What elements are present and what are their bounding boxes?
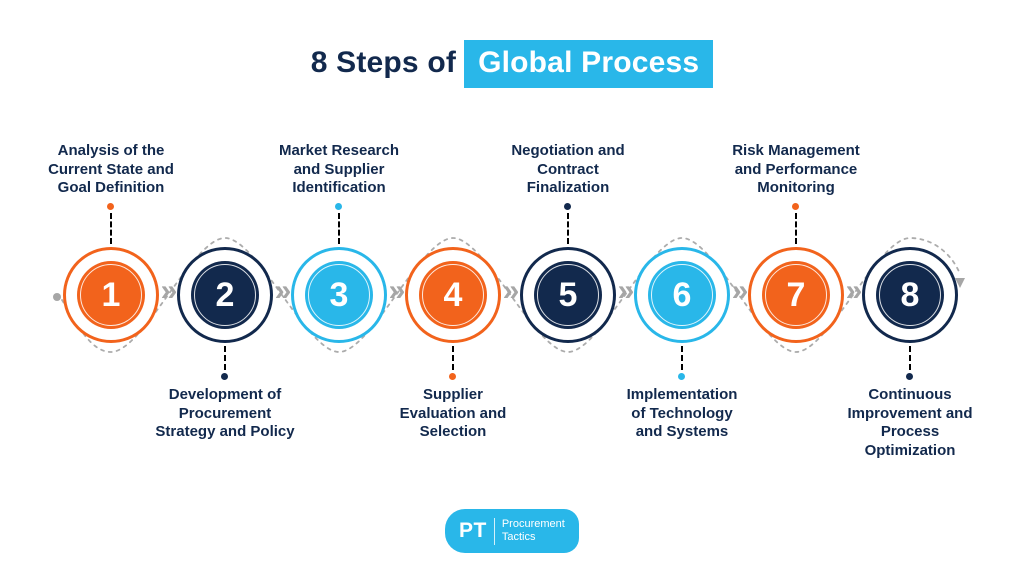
- step-2-connector-dot: [221, 373, 228, 380]
- step-3-connector-dot: [335, 203, 342, 210]
- step-2-circle: 2: [191, 261, 259, 329]
- step-5-connector-dot: [564, 203, 571, 210]
- chevron-icon: »: [388, 274, 406, 307]
- step-1-connector-line: [110, 213, 112, 244]
- step-7-connector-dot: [792, 203, 799, 210]
- step-6-connector-line: [681, 346, 683, 370]
- chevron-icon: »: [731, 274, 749, 307]
- step-7-label: Risk Management and Performance Monitori…: [732, 142, 860, 196]
- step-8-connector-line: [909, 346, 911, 370]
- step-7-connector-line: [795, 213, 797, 244]
- step-6-connector-dot: [678, 373, 685, 380]
- title-prefix: 8 Steps of: [310, 46, 457, 79]
- step-8-number: 8: [900, 275, 920, 314]
- logo-name: Procurement Tactics: [501, 518, 565, 543]
- chevron-icon: »: [845, 274, 863, 307]
- chevron-icon: »: [274, 274, 292, 307]
- step-7-number: 7: [786, 275, 806, 314]
- step-8-connector-dot: [906, 373, 913, 380]
- logo-initials: PT: [459, 519, 487, 542]
- step-2-label: Development of Procurement Strategy and …: [155, 386, 295, 440]
- step-7-circle: 7: [762, 261, 830, 329]
- logo-divider: [493, 517, 495, 545]
- step-3-connector-line: [338, 213, 340, 244]
- step-1-number: 1: [101, 275, 121, 314]
- step-5-number: 5: [558, 275, 578, 314]
- step-5-circle: 5: [534, 261, 602, 329]
- wave-arrow-icon: [955, 278, 965, 288]
- step-8-label: Continuous Improvement and Process Optim…: [847, 386, 973, 459]
- step-5-connector-line: [567, 213, 569, 244]
- step-3-circle: 3: [305, 261, 373, 329]
- step-4-number: 4: [443, 275, 463, 314]
- step-6-circle: 6: [648, 261, 716, 329]
- step-3-label: Market Research and Supplier Identificat…: [278, 142, 400, 196]
- step-4-connector-line: [452, 346, 454, 370]
- step-2-number: 2: [215, 275, 235, 314]
- step-4-label: Supplier Evaluation and Selection: [399, 386, 507, 440]
- step-4-connector-dot: [449, 373, 456, 380]
- procurement-tactics-logo: PT Procurement Tactics: [445, 509, 579, 553]
- chevron-icon: »: [617, 274, 635, 307]
- step-3-number: 3: [329, 275, 349, 314]
- step-2-connector-line: [224, 346, 226, 370]
- step-1-label: Analysis of the Current State and Goal D…: [48, 142, 174, 196]
- step-1-circle: 1: [77, 261, 145, 329]
- step-4-circle: 4: [419, 261, 487, 329]
- chevron-icon: »: [502, 274, 520, 307]
- step-6-number: 6: [672, 275, 692, 314]
- step-1-connector-dot: [107, 203, 114, 210]
- step-8-circle: 8: [876, 261, 944, 329]
- title-highlight: Global Process: [464, 40, 714, 88]
- chevron-icon: »: [160, 274, 178, 307]
- step-5-label: Negotiation and Contract Finalization: [511, 142, 625, 196]
- step-6-label: Implementation of Technology and Systems: [626, 386, 738, 440]
